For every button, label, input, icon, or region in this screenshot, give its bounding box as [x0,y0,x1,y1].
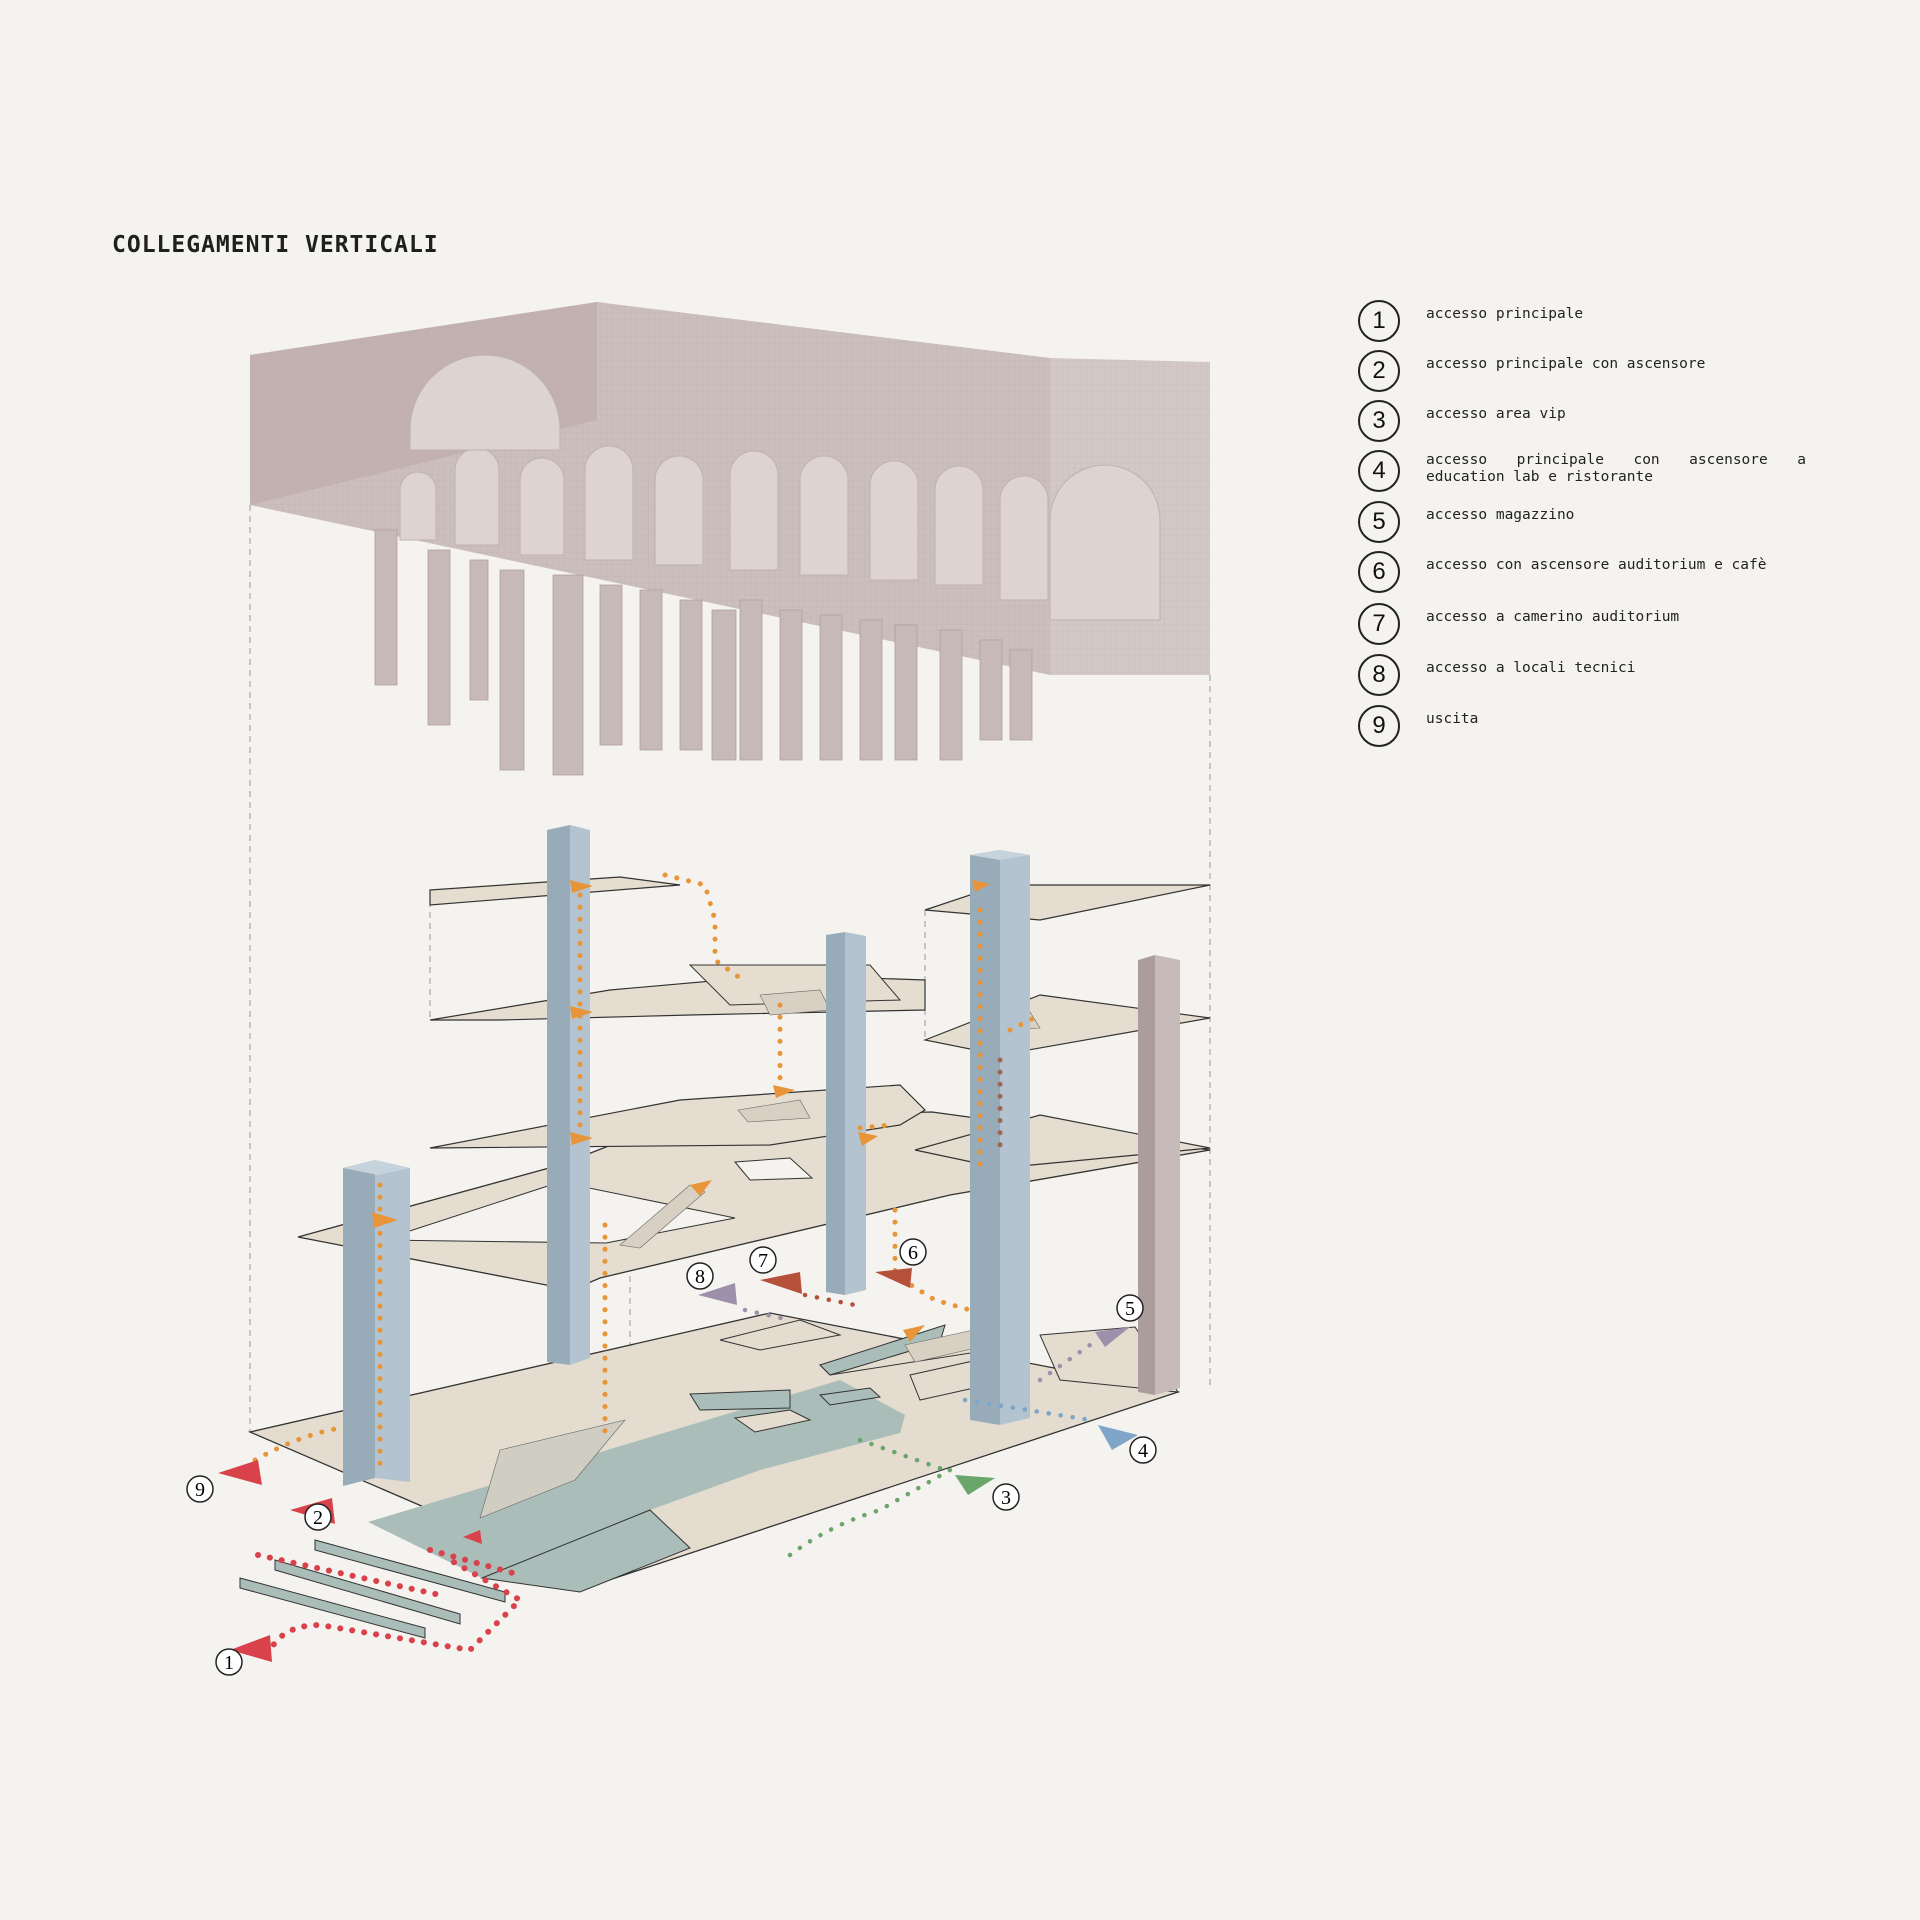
legend-number: 8 [1358,654,1400,696]
legend-number: 2 [1358,350,1400,392]
legend-number: 3 [1358,400,1400,442]
svg-text:4: 4 [1138,1440,1148,1462]
access-markers: 1 2 3 4 5 6 7 8 9 [186,1238,1157,1676]
svg-text:8: 8 [695,1266,705,1288]
legend-item: 1 accesso principale [1358,300,1808,344]
legend-item: 7 accesso a camerino auditorium [1358,603,1808,647]
marker-9: 9 [186,1475,214,1503]
legend-number: 9 [1358,705,1400,747]
marker-5: 5 [1116,1294,1144,1322]
diagram-title: COLLEGAMENTI VERTICALI [112,232,439,258]
legend-item: 3 accesso area vip [1358,400,1808,444]
legend-item: 9 uscita [1358,705,1808,749]
entrance-ramps [239,1539,506,1639]
marker-1: 1 [215,1648,243,1676]
marker-8: 8 [686,1262,714,1290]
legend-number: 6 [1358,551,1400,593]
legend-label: accesso principale con ascensore a educa… [1426,452,1806,485]
legend-item: 2 accesso principale con ascensore [1358,350,1808,394]
marker-2: 2 [304,1503,332,1531]
historic-roof-mass [250,302,1210,776]
legend-label: accesso principale con ascensore [1426,356,1706,372]
legend-number: 1 [1358,300,1400,342]
svg-text:3: 3 [1001,1487,1011,1509]
legend-item: 5 accesso magazzino [1358,501,1808,545]
marker-7: 7 [749,1246,777,1274]
legend-number: 7 [1358,603,1400,645]
legend-item: 6 accesso con ascensore auditorium e caf… [1358,551,1808,595]
legend-label: accesso a camerino auditorium [1426,609,1680,625]
legend-item: 4 accesso principale con ascensore a edu… [1358,450,1808,494]
vertical-cores [343,825,1180,1486]
svg-text:5: 5 [1125,1298,1135,1320]
legend-label: accesso area vip [1426,406,1566,422]
legend-number: 5 [1358,501,1400,543]
svg-text:9: 9 [195,1479,205,1501]
legend-label: accesso a locali tecnici [1426,660,1636,676]
legend-label: accesso con ascensore auditorium e cafè [1426,557,1767,573]
marker-4: 4 [1129,1436,1157,1464]
svg-text:7: 7 [758,1250,768,1272]
legend-label: accesso magazzino [1426,507,1575,523]
svg-text:1: 1 [224,1652,234,1674]
marker-6: 6 [899,1238,927,1266]
legend-label: accesso principale [1426,306,1584,322]
legend-item: 8 accesso a locali tecnici [1358,654,1808,698]
svg-text:6: 6 [908,1242,918,1264]
svg-text:2: 2 [313,1507,323,1529]
marker-3: 3 [992,1483,1020,1511]
legend-number: 4 [1358,450,1400,492]
legend-label: uscita [1426,711,1479,727]
